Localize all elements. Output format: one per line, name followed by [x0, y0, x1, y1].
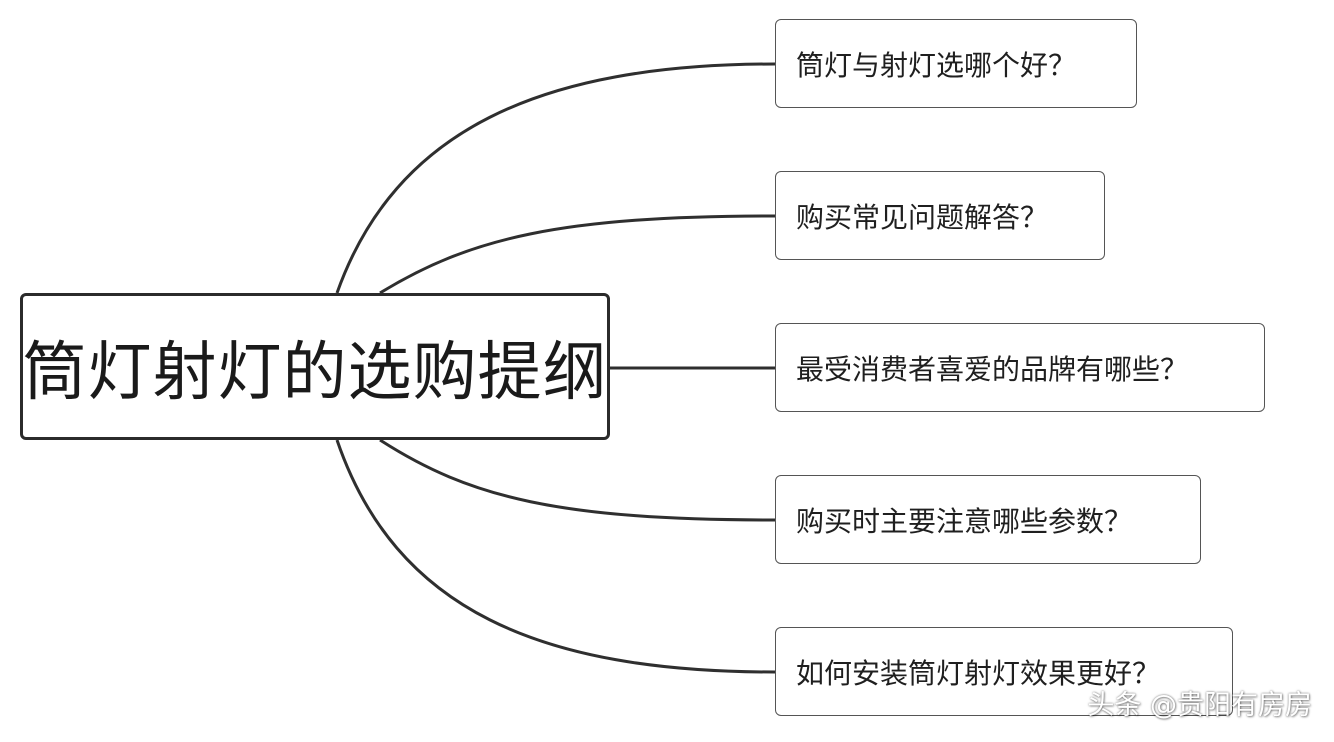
branch-label-5: 如何安装筒灯射灯效果更好？ [796, 656, 1161, 690]
branch-node-3[interactable]: 最受消费者喜爱的品牌有哪些？ [775, 323, 1265, 412]
branch-node-4[interactable]: 购买时主要注意哪些参数？ [775, 475, 1201, 564]
connector-branch-1 [335, 62, 776, 294]
branch-label-1: 筒灯与射灯选哪个好？ [796, 48, 1077, 82]
branch-label-2: 购买常见问题解答？ [796, 200, 1049, 234]
branch-node-5[interactable]: 如何安装筒灯射灯效果更好？ [775, 627, 1233, 716]
watermark: 头条 @贵阳有房房 [1087, 690, 1312, 721]
connector-branch-2 [379, 214, 776, 295]
connector-branch-4 [379, 438, 776, 522]
branch-label-3: 最受消费者喜爱的品牌有哪些？ [796, 352, 1189, 386]
connector-branch-5 [335, 439, 776, 674]
branch-label-4: 购买时主要注意哪些参数？ [796, 504, 1133, 538]
branch-node-1[interactable]: 筒灯与射灯选哪个好？ [775, 19, 1137, 108]
central-topic-node[interactable]: 筒灯射灯的选购提纲 [20, 293, 610, 440]
branch-node-2[interactable]: 购买常见问题解答？ [775, 171, 1105, 260]
central-topic-label: 筒灯射灯的选购提纲 [22, 335, 608, 410]
